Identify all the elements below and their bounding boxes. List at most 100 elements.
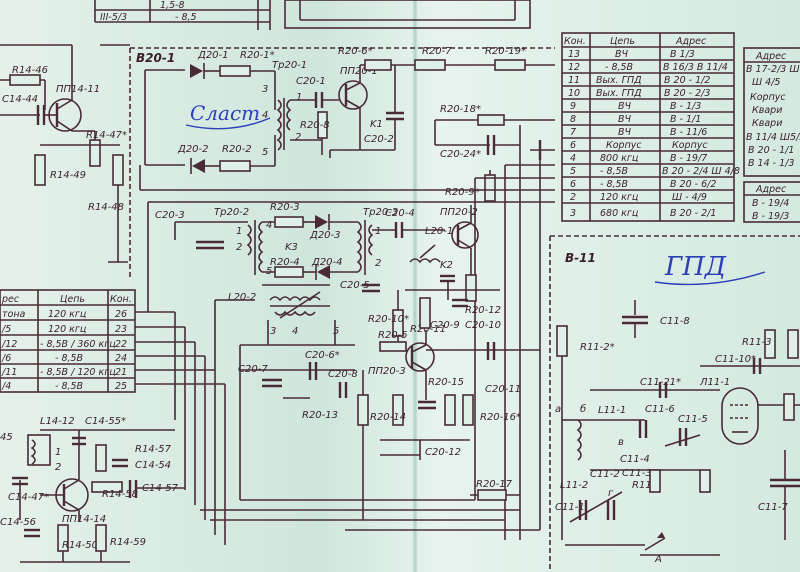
label-pp14-11: ПП14-11: [56, 84, 100, 95]
svg-text:Корпус: Корпус: [750, 92, 786, 103]
svg-text:В 1/3: В 1/3: [670, 49, 695, 60]
label-c11-8: C11-8: [660, 316, 690, 327]
svg-text:В - 19/4: В - 19/4: [752, 198, 789, 209]
label-r14-48: R14-48: [88, 202, 124, 213]
label-r11-1: R11-1: [632, 480, 662, 491]
svg-text:- 8,5В: - 8,5В: [55, 381, 83, 392]
label-c20-11: C20-11: [485, 384, 521, 395]
label-r20-14: R20-14: [370, 412, 406, 423]
block-b20-frame: B20-1: [129, 47, 555, 280]
label-c11-6: C11-6: [645, 404, 675, 415]
label-r20-1: R20-1*: [240, 50, 275, 61]
label-b20: B20-1: [136, 51, 175, 65]
table-row: 2 120 кгц Ш - 4/9: [562, 192, 734, 204]
label-r20-15: R20-15: [428, 377, 464, 388]
mid-right-wiring: R20-18* C20-24* R20-9*: [139, 104, 555, 540]
svg-text:Корпус: Корпус: [672, 140, 708, 151]
pin-5a: 5: [262, 147, 268, 158]
label-c20-3: C20-3: [155, 210, 185, 221]
transistor-pp20-2: [451, 221, 479, 249]
svg-text:22: 22: [115, 339, 127, 350]
label-r20-16: R20-16*: [480, 412, 521, 423]
label-c11-5: C11-5: [678, 414, 708, 425]
table-row: /12 - 8,5В / 360 кгц 22: [0, 339, 135, 351]
label-r20-12: R20-12: [465, 305, 501, 316]
label-c11-7: C11-7: [758, 502, 788, 513]
svg-text:В 17-2/3 Ш 5/3: В 17-2/3 Ш 5/3: [746, 64, 800, 75]
svg-text:25: 25: [115, 381, 127, 392]
label-l14-12: L14-12: [40, 416, 75, 427]
label-k3: K3: [285, 242, 298, 253]
svg-text:В - 19/7: В - 19/7: [670, 153, 707, 164]
label-r20-11: R20-11: [410, 324, 446, 335]
mixer-section: C20-3 Тр20-2 1 2 4 5 R20-3 Д20-3 K3 R20-…: [155, 202, 500, 302]
svg-text:- 8,5В / 360 кгц: - 8,5В / 360 кгц: [40, 339, 116, 350]
pin-2c: 2: [375, 258, 381, 269]
svg-text:26: 26: [115, 309, 127, 320]
svg-text:Адрес: Адрес: [755, 184, 787, 195]
top-frag-3: - 8,5: [175, 12, 197, 23]
label-c20-8: C20-8: [328, 369, 358, 380]
label-c11-4: C11-4: [620, 454, 650, 465]
label-c20-5: C20-5: [340, 280, 370, 291]
svg-text:тона: тона: [2, 309, 26, 320]
label-r14-58: R14-58: [102, 489, 138, 500]
svg-text:- 8,5В: - 8,5В: [600, 179, 628, 190]
svg-text:/12: /12: [1, 339, 17, 350]
svg-text:В 20 - 1/2: В 20 - 1/2: [664, 75, 710, 86]
svg-text:ВЧ: ВЧ: [618, 101, 632, 112]
svg-text:В 20 - 2/3: В 20 - 2/3: [664, 88, 710, 99]
table-row: /6 - 8,5В 24: [0, 353, 135, 365]
table-row: 13 ВЧ В 1/3: [562, 49, 734, 61]
svg-text:8: 8: [570, 114, 576, 125]
transistor-pp20-1: [338, 80, 368, 110]
svg-text:/11: /11: [1, 367, 17, 378]
label-l11: Л11-1: [699, 377, 730, 388]
svg-text:В 20 - 6/2: В 20 - 6/2: [670, 179, 716, 190]
label-r14-50: R14-50*: [62, 540, 103, 551]
pin-2b: 2: [236, 242, 242, 253]
svg-text:В 20 - 2/4 Ш 4/8: В 20 - 2/4 Ш 4/8: [662, 166, 740, 177]
svg-text:6: 6: [570, 179, 576, 190]
table-row: 9 ВЧ В - 1/3: [562, 101, 734, 113]
svg-text:- 8,5В: - 8,5В: [600, 166, 628, 177]
table-right-h0: Кон.: [564, 36, 586, 47]
label-l20-1: L20-1: [425, 226, 453, 237]
letter-b: б: [580, 403, 586, 415]
label-d20-3: Д20-3: [309, 230, 341, 241]
table-row: 6 Корпус Корпус: [562, 140, 734, 152]
pin-3a: 3: [262, 84, 268, 95]
svg-text:3: 3: [570, 208, 576, 219]
label-r20-13: R20-13: [302, 410, 338, 421]
label-c20-10: C20-10: [465, 320, 501, 331]
diode-d20-3: [315, 215, 328, 229]
label-r11-2: R11-2*: [580, 342, 615, 353]
svg-text:Ш 4/5: Ш 4/5: [752, 77, 780, 88]
left-lower-stage: 45 L14-12 C14-55* 1 2 R14-57 C14-54 C14-…: [0, 416, 185, 563]
svg-text:/5: /5: [1, 324, 11, 335]
svg-text:4: 4: [570, 153, 576, 164]
svg-text:- 8,5В: - 8,5В: [605, 62, 633, 73]
label-d20-1: Д20-1: [197, 50, 229, 61]
label-r20-19: R20-19*: [485, 46, 526, 57]
label-l11-2: L11-2: [560, 480, 588, 491]
far-right-table: Адрес В 17-2/3 Ш 5/3 Ш 4/5 Корпус Квари …: [743, 47, 800, 223]
label-tr20-2: Тр20-2: [214, 207, 249, 218]
svg-text:В 20 - 2/1: В 20 - 2/1: [670, 208, 716, 219]
table-row: 7 ВЧ В - 11/6: [562, 127, 734, 139]
pin-5d: 5: [333, 326, 339, 337]
label-pp20-2: ПП20-2: [440, 207, 478, 218]
svg-text:- 8,5В / 120 кгц: - 8,5В / 120 кгц: [40, 367, 116, 378]
right-connector-table: Кон. Цепь Адрес 13 ВЧ В 1/3 12 - 8,5В В …: [561, 32, 740, 222]
label-k1: K1: [370, 119, 383, 130]
svg-text:В 14 - 1/3: В 14 - 1/3: [748, 158, 794, 169]
label-r14-59: R14-59: [110, 537, 146, 548]
table-row: 11 Вых. ГПД В 20 - 1/2: [562, 75, 734, 87]
label-c14-54: C14-54: [135, 460, 171, 471]
label-r20-10: R20-10*: [368, 314, 409, 325]
top-frag-2: 1,5-8: [160, 0, 185, 11]
pin-3d: 3: [270, 326, 276, 337]
table-row: 4 800 кгц В - 19/7: [562, 153, 734, 165]
